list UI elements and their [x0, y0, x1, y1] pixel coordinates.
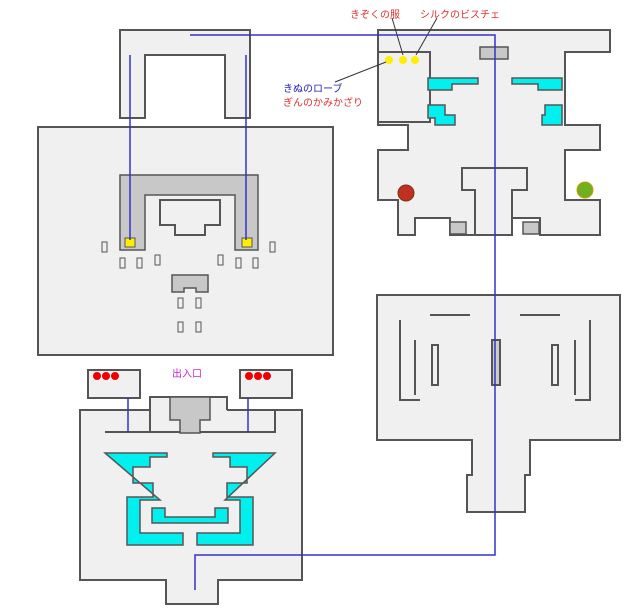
stairs-top	[479, 46, 509, 60]
label-silver-hairpin: ぎんのかみかざり	[283, 98, 363, 109]
stairs-br	[522, 221, 540, 235]
yellow-chests	[385, 56, 419, 64]
water-right	[196, 452, 277, 546]
entrance-stairs	[169, 396, 211, 434]
top-left-u-room	[119, 29, 251, 119]
water-center	[151, 507, 229, 524]
water-mid-right	[541, 104, 563, 126]
water-left	[102, 452, 184, 546]
right-middle-walls	[399, 314, 591, 401]
label-silk-bustier: シルクのビスチェ	[420, 10, 500, 21]
label-noble-clothes: きぞくの服	[350, 10, 400, 21]
water-top-right	[511, 77, 563, 91]
left-hall-gray-arch	[119, 174, 259, 251]
left-hall-inner-block	[159, 199, 221, 236]
label-silk-robe: きぬのローブ	[283, 84, 343, 95]
weapon-shop-icon	[397, 184, 415, 202]
switch-right	[241, 237, 253, 248]
route-line	[190, 34, 496, 590]
left-hall-stairs	[171, 274, 209, 293]
label-entrance: 出入口	[172, 369, 202, 380]
left-hall	[37, 126, 334, 356]
water-mid-left	[427, 104, 456, 126]
armor-shop-icon	[576, 181, 594, 199]
red-chests	[93, 372, 271, 380]
right-middle-building	[376, 294, 621, 513]
stairs-bl	[449, 221, 467, 235]
pillars	[101, 241, 276, 333]
water-top-left	[427, 77, 479, 91]
